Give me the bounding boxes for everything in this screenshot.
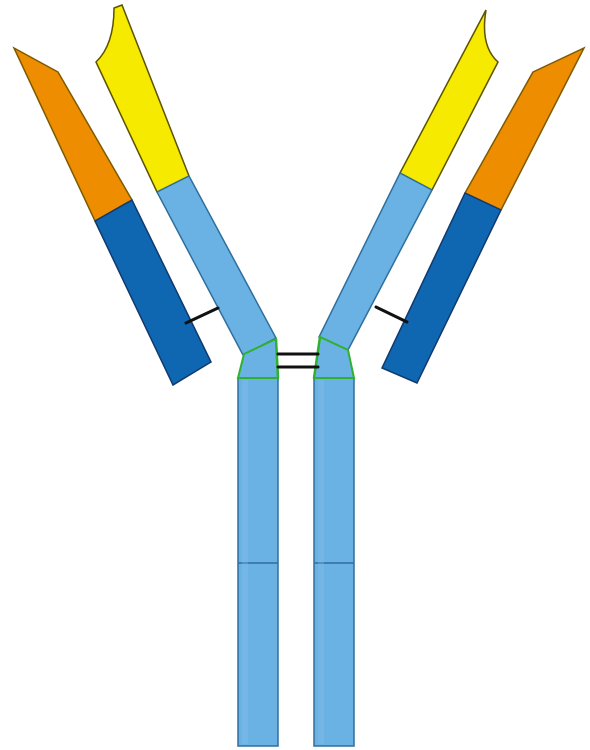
right-fc-stem: [314, 378, 354, 746]
left-fc-stem: [238, 378, 278, 746]
